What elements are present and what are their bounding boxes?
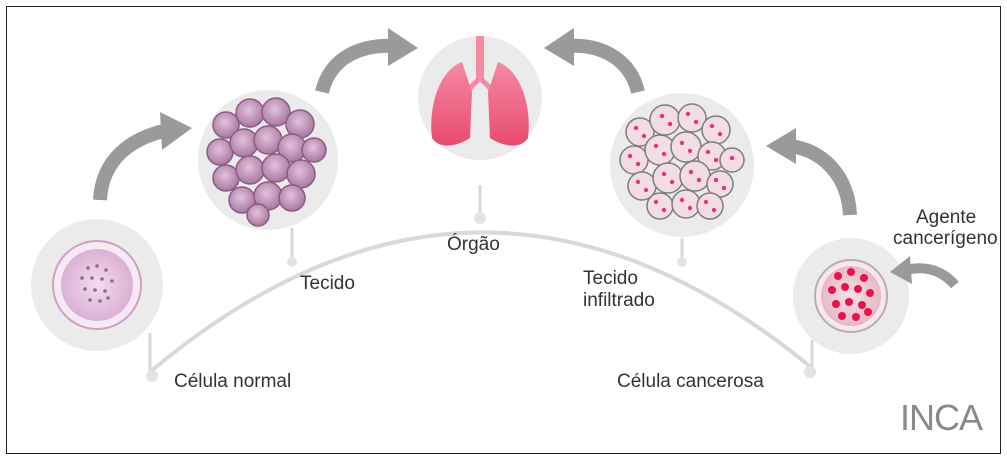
normal-cell-stage <box>31 219 163 351</box>
cancer-cell-stage <box>793 238 909 354</box>
label-agente-line1: Agente <box>916 207 976 229</box>
stem-dot-normal <box>146 370 158 382</box>
label-celula-normal: Célula normal <box>174 371 291 393</box>
organ-stage <box>418 36 542 160</box>
label-orgao: Órgão <box>447 234 500 256</box>
inca-logo: INCA <box>900 397 982 439</box>
label-tecido: Tecido <box>300 273 355 295</box>
arrow-tissue-to-organ <box>322 28 418 92</box>
label-tecido-infiltrado-line1: Tecido <box>583 268 638 290</box>
label-tecido-infiltrado-line2: infiltrado <box>583 290 655 312</box>
stem-dot-organ <box>474 212 486 224</box>
arrow-normal-to-tissue <box>100 112 192 200</box>
stem-dot-cancer <box>804 366 816 378</box>
label-celula-cancerosa: Célula cancerosa <box>617 371 764 393</box>
infiltrated-tissue-stage <box>610 93 754 237</box>
arrow-cancer-to-infiltrated <box>766 128 850 215</box>
tissue-stage <box>198 90 338 230</box>
label-agente-line2: cancerígeno <box>893 228 999 250</box>
stem-dot-infiltrated <box>677 257 687 267</box>
stem-dot-tissue <box>287 257 297 267</box>
arrow-infiltrated-to-organ <box>544 28 638 92</box>
